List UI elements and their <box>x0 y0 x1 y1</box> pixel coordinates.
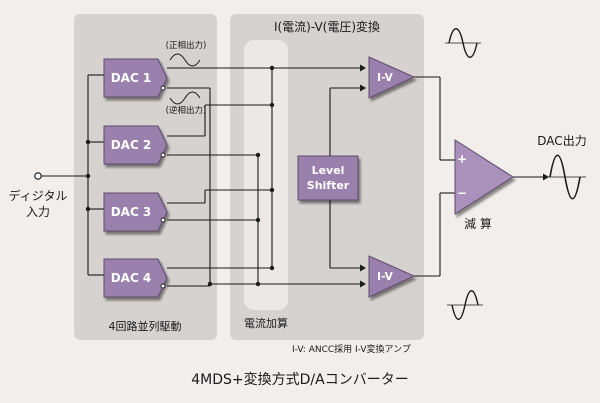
level-shifter-label-1: Level <box>312 164 345 177</box>
plus-input-label: + <box>457 152 467 166</box>
dac-block-1: DAC 1 <box>103 58 168 98</box>
dac-1-label: DAC 1 <box>111 71 152 85</box>
current-sum-label: 電流加算 <box>244 316 288 330</box>
minus-input-label: − <box>457 186 467 200</box>
dac-output-wires <box>167 64 366 288</box>
positive-phase-label: (正相出力) <box>166 40 207 51</box>
dac-block-4: DAC 4 <box>103 258 168 298</box>
dac-block-3: DAC 3 <box>103 192 168 232</box>
digital-input-label-2: 入力 <box>26 205 50 219</box>
iv-amplifier-top: I-V <box>368 56 416 99</box>
dac-1-inverting-marker <box>160 85 166 91</box>
parallel-drive-label: 4回路並列駆動 <box>109 319 182 333</box>
footnote: I-V: ANCC採用 I-V変換アンプ <box>292 343 411 355</box>
negative-phase-wave-icon <box>169 91 201 105</box>
subtractor-input-wires <box>414 76 549 277</box>
digital-input-terminal <box>34 172 42 180</box>
level-shifter-block: Level Shifter <box>297 155 359 201</box>
dac-2-label: DAC 2 <box>111 138 152 152</box>
positive-phase-wave-icon <box>169 53 201 67</box>
dac-4-label: DAC 4 <box>111 271 152 285</box>
iv-amplifier-bottom: I-V <box>368 255 416 298</box>
current-sum-strip <box>244 40 288 310</box>
iv-bottom-label: I-V <box>377 271 394 283</box>
level-shifter-label-2: Shifter <box>307 179 350 192</box>
iv-top-label: I-V <box>377 72 394 84</box>
negative-phase-label: (逆相出力) <box>166 105 207 116</box>
dac-block-2: DAC 2 <box>103 125 168 165</box>
subtractor-amplifier: + − <box>454 139 514 215</box>
subtract-label: 減 算 <box>464 216 492 231</box>
dac-3-label: DAC 3 <box>111 205 152 219</box>
diagram-title: 4MDS+変換方式D/Aコンバーター <box>191 371 408 388</box>
dac-output-label: DAC出力 <box>537 134 586 148</box>
dac-4-inverting-marker <box>160 283 166 289</box>
dac-3-inverting-marker <box>160 217 166 223</box>
dac-2-inverting-marker <box>160 152 166 158</box>
iv-conversion-label: I(電流)-V(電圧)変換 <box>274 19 380 34</box>
digital-input-label-1: ディジタル <box>9 188 68 203</box>
